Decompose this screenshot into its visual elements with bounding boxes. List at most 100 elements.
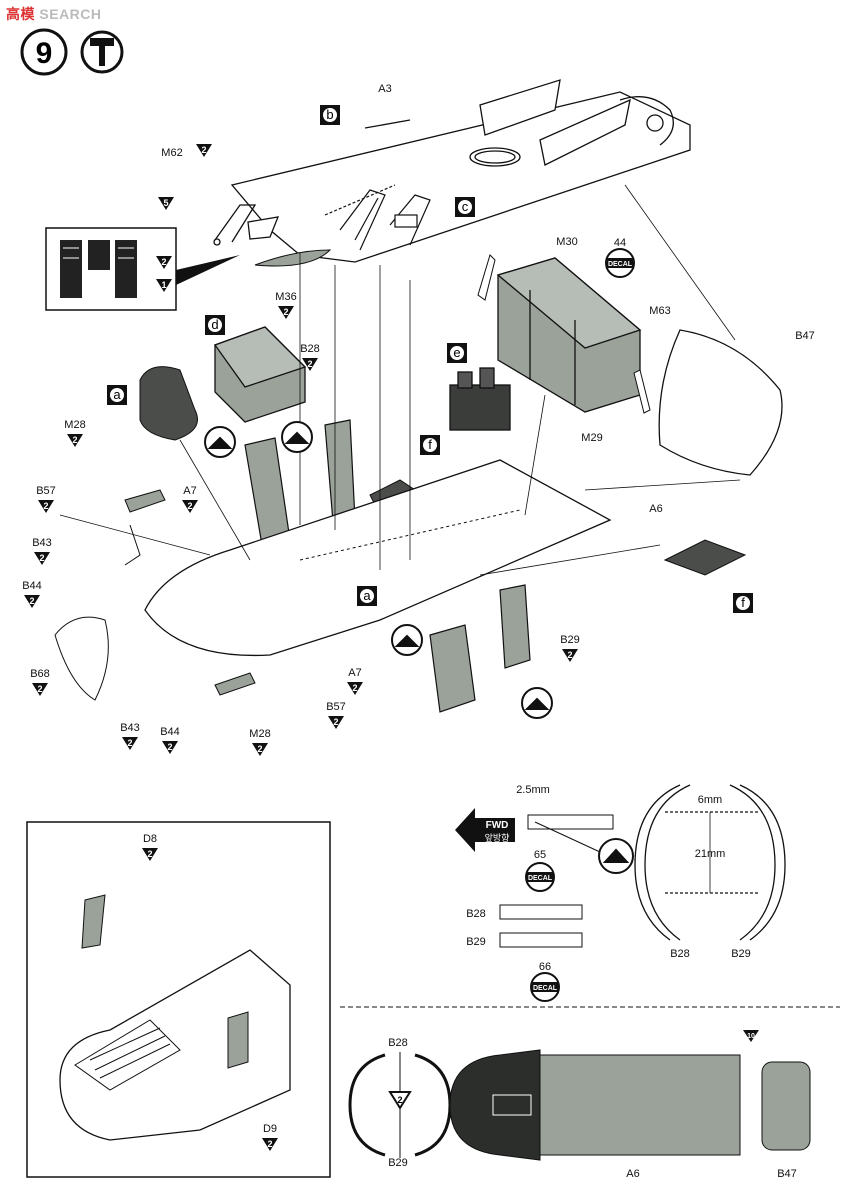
part-f-lower bbox=[663, 539, 747, 576]
measure-leader bbox=[534, 821, 601, 853]
decal-icon: DECAL DECAL DECAL bbox=[525, 248, 635, 1002]
seat-a-upper bbox=[139, 366, 198, 441]
part-M28-lower bbox=[214, 672, 256, 696]
decal-number-44: 44 bbox=[614, 237, 626, 249]
B28-B29-strips: B28 B29 bbox=[466, 904, 583, 948]
qty-B44-top: 2 bbox=[29, 596, 34, 606]
qty-B57-top: 2 bbox=[43, 501, 48, 511]
callout-a-bottom: a bbox=[363, 588, 371, 603]
callout-d: d bbox=[211, 317, 218, 332]
hammer-icon bbox=[80, 30, 124, 74]
decal-number-65: 65 bbox=[534, 849, 546, 861]
equipment-d bbox=[213, 326, 307, 423]
callout-a-top: a bbox=[113, 387, 121, 402]
dim-21mm: 21mm bbox=[695, 848, 726, 860]
label-M63: M63 bbox=[649, 305, 670, 317]
label-B44-top: B44 bbox=[22, 580, 42, 592]
decal-44-label: DECAL bbox=[608, 261, 633, 268]
step-number-icon: 9 bbox=[20, 28, 68, 76]
floor-panel-A6 bbox=[144, 459, 612, 657]
label-B29-ring: B29 bbox=[731, 948, 751, 960]
side-frames bbox=[244, 419, 531, 713]
fwd-label: FWD bbox=[486, 820, 509, 831]
paint-icon bbox=[204, 421, 634, 874]
qty-B43-top: 2 bbox=[39, 553, 44, 563]
label-B29-strip: B29 bbox=[466, 936, 486, 948]
qty-B68: 2 bbox=[37, 684, 42, 694]
part-M36 bbox=[254, 249, 332, 267]
fwd-label-kr: 앞방향 bbox=[485, 832, 510, 844]
label-D9: D9 bbox=[263, 1123, 277, 1135]
label-B44-bottom: B44 bbox=[160, 726, 180, 738]
part-B57 bbox=[124, 524, 141, 566]
label-M36: M36 bbox=[275, 291, 296, 303]
fwd-arrow-icon: FWD 앞방향 bbox=[455, 808, 515, 852]
callout-c: c bbox=[462, 199, 469, 214]
label-M30: M30 bbox=[556, 236, 577, 248]
qty-B28-top: 2 bbox=[307, 359, 312, 369]
label-M62: M62 bbox=[161, 147, 182, 159]
ammo-box-M63 bbox=[496, 257, 642, 413]
qty-M62: 2 bbox=[201, 145, 206, 155]
qty-M36: 2 bbox=[283, 307, 288, 317]
guide-lines bbox=[59, 184, 741, 576]
watermark-char-1: 高 bbox=[6, 6, 21, 22]
label-B57-top: B57 bbox=[36, 485, 56, 497]
qty-inset-1: 1 bbox=[161, 280, 166, 290]
label-B28-ring: B28 bbox=[670, 948, 690, 960]
part-B47 bbox=[658, 329, 783, 476]
label-B28-top: B28 bbox=[300, 343, 320, 355]
qty-M28-top: 2 bbox=[72, 435, 77, 445]
label-B47: B47 bbox=[795, 330, 815, 342]
part-M62 bbox=[213, 204, 280, 246]
dim-6mm: 6mm bbox=[698, 794, 722, 806]
part-labels: A3 M62 2 5 2 1 M36 2 M30 M63 B47 M29 B28… bbox=[22, 83, 815, 756]
label-B28-plan: B28 bbox=[388, 1037, 408, 1049]
qty-5: 5 bbox=[163, 198, 168, 208]
label-B43-top: B43 bbox=[32, 537, 52, 549]
watermark-char-2: 模 bbox=[20, 6, 35, 22]
qty-B57-bottom: 2 bbox=[333, 717, 338, 727]
callouts: b c d e a f a f bbox=[107, 105, 753, 613]
part-M28-upper bbox=[124, 489, 166, 513]
label-M28-top: M28 bbox=[64, 419, 85, 431]
label-B68: B68 bbox=[30, 668, 50, 680]
part-M30 bbox=[477, 254, 496, 301]
inset-detail bbox=[45, 227, 240, 311]
measure-strip bbox=[527, 814, 614, 830]
label-A7-bottom: A7 bbox=[348, 667, 361, 679]
qty-M28-bottom: 2 bbox=[257, 744, 262, 754]
label-B43-bottom: B43 bbox=[120, 722, 140, 734]
qty-A7-top: 2 bbox=[187, 501, 192, 511]
seat-frame-b bbox=[324, 184, 431, 251]
label-A7-top: A7 bbox=[183, 485, 196, 497]
label-M28-bottom: M28 bbox=[249, 728, 270, 740]
qty-A7-bottom: 2 bbox=[352, 683, 357, 693]
qty-D9: 2 bbox=[267, 1139, 272, 1149]
label-B28-strip: B28 bbox=[466, 908, 486, 920]
label-B57-bottom: B57 bbox=[326, 701, 346, 713]
label-B29-plan: B29 bbox=[388, 1157, 408, 1169]
battery-e bbox=[449, 367, 511, 431]
callout-b: b bbox=[326, 107, 333, 122]
detail-box-left: D8 2 D9 2 bbox=[26, 821, 331, 1178]
label-M29: M29 bbox=[581, 432, 602, 444]
qty-10: 10 bbox=[747, 1033, 755, 1040]
floor-panel-A3 bbox=[230, 79, 691, 263]
qty-D8: 2 bbox=[147, 849, 152, 859]
label-D8: D8 bbox=[143, 833, 157, 845]
dim-2-5mm: 2.5mm bbox=[516, 784, 550, 796]
callout-e: e bbox=[453, 345, 460, 360]
decal-66-label: DECAL bbox=[533, 985, 558, 992]
qty-B44-bottom: 2 bbox=[167, 742, 172, 752]
callout-f-bottom: f bbox=[741, 595, 745, 610]
label-A6-top: A6 bbox=[649, 503, 662, 515]
label-A3: A3 bbox=[378, 83, 391, 95]
watermark-text: SEARCH bbox=[39, 6, 102, 22]
B28-B29-ring-diagram bbox=[634, 784, 786, 941]
decal-number-66: 66 bbox=[539, 961, 551, 973]
plan-view: B28 B29 2 A6 B47 10 bbox=[348, 1030, 811, 1180]
qty-B29-top: 2 bbox=[567, 650, 572, 660]
label-B29-top: B29 bbox=[560, 634, 580, 646]
